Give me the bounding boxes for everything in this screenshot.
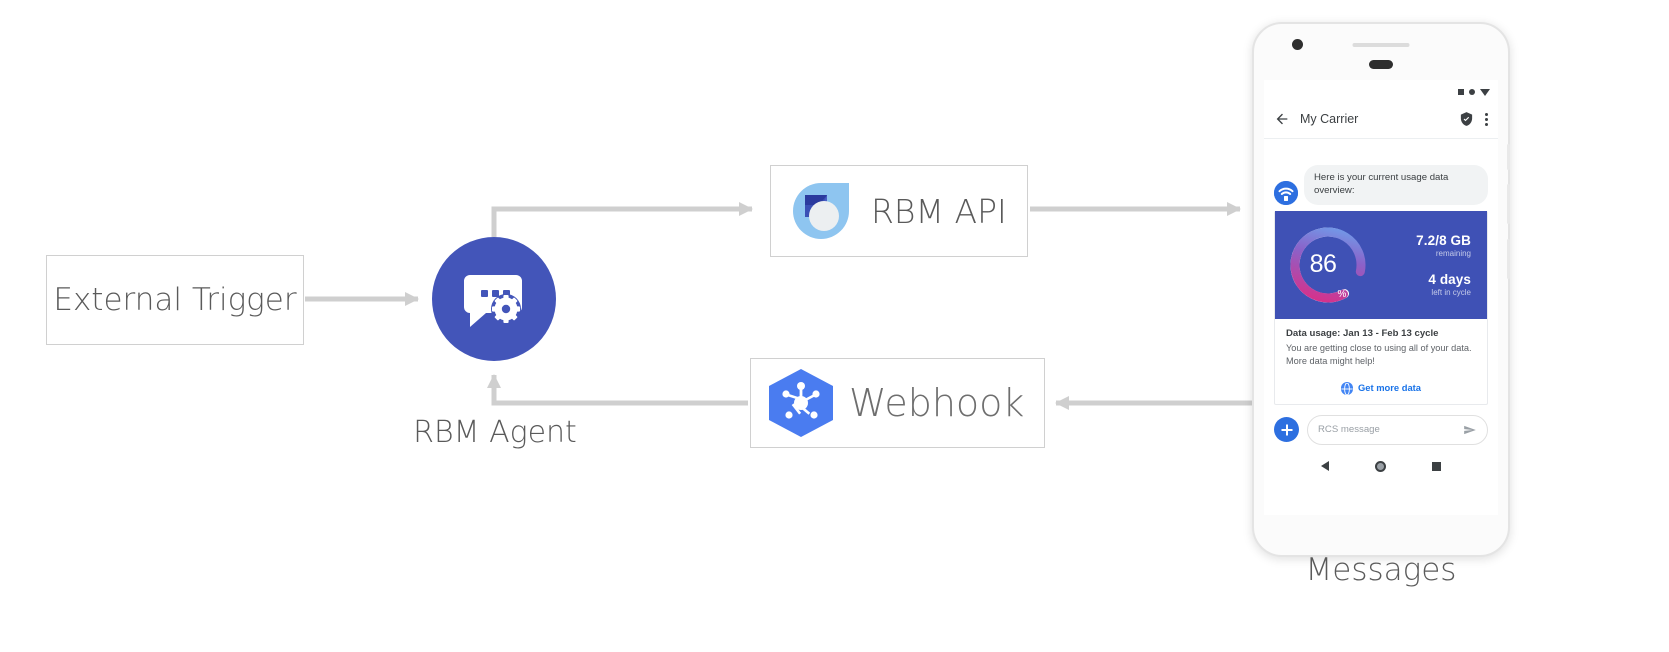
battery-triangle-icon [1480, 88, 1490, 96]
rcs-placeholder: RCS message [1318, 424, 1380, 436]
rbm-api-icon [793, 183, 849, 239]
chat-gear-icon [464, 275, 522, 327]
get-more-data-button[interactable]: Get more data [1275, 373, 1487, 404]
arrow-back-icon[interactable] [1274, 111, 1290, 127]
rich-card[interactable]: 86 % 7.2/8 GB remaining 4 days left in c… [1274, 210, 1488, 405]
gauge-center: 86 % [1287, 224, 1369, 306]
status-bar [1264, 80, 1498, 100]
hero-stats: 7.2/8 GB remaining 4 days left in cycle [1379, 233, 1475, 297]
signal-icon [1458, 89, 1464, 95]
messages-caption: Messages [1305, 552, 1457, 588]
nav-back-icon[interactable] [1321, 461, 1329, 472]
nav-home-icon[interactable] [1375, 460, 1386, 472]
phone-screen: My Carrier [1264, 80, 1498, 515]
gauge-value: 86 [1309, 250, 1337, 279]
android-nav-bar [1264, 451, 1498, 480]
app-bar-title: My Carrier [1300, 112, 1359, 126]
node-external-trigger[interactable]: External Trigger [46, 255, 304, 345]
phone-side-button-2[interactable] [1507, 184, 1510, 224]
carrier-wifi-avatar-icon [1274, 180, 1298, 205]
rcs-message-input[interactable]: RCS message [1307, 414, 1488, 445]
get-more-data-label: Get more data [1357, 382, 1422, 394]
rich-card-title: Data usage: Jan 13 - Feb 13 cycle [1286, 327, 1439, 339]
webhook-hexagon-icon [769, 369, 833, 437]
send-icon[interactable] [1463, 424, 1477, 436]
phone-device: My Carrier [1252, 22, 1510, 557]
phone-side-button-3[interactable] [1507, 239, 1510, 279]
usage-gauge: 86 % [1287, 224, 1369, 306]
shield-check-icon[interactable] [1459, 111, 1474, 127]
rbm-agent-caption: RBM Agent [413, 415, 577, 450]
phone-camera-icon [1292, 39, 1303, 50]
globe-icon [1340, 381, 1353, 396]
message-bubble: Here is your current usage data overview… [1304, 165, 1488, 205]
webhook-label: Webhook [849, 381, 1025, 425]
rich-card-body: Data usage: Jan 13 - Feb 13 cycle You ar… [1275, 319, 1487, 373]
stat-data-caption: remaining [1435, 248, 1471, 258]
node-rbm-agent[interactable] [432, 237, 556, 361]
app-bar: My Carrier [1264, 100, 1498, 139]
node-rbm-api[interactable]: RBM API [770, 165, 1028, 257]
external-trigger-label: External Trigger [53, 282, 297, 318]
phone-earpiece [1369, 60, 1393, 69]
nav-recents-icon[interactable] [1432, 461, 1441, 471]
phone-speaker-grill [1352, 43, 1410, 47]
stat-data-value: 7.2/8 GB [1416, 232, 1471, 248]
message-row: Here is your current usage data overview… [1264, 165, 1498, 205]
rich-card-hero: 86 % 7.2/8 GB remaining 4 days left in c… [1275, 210, 1487, 319]
wifi-dot-icon [1469, 89, 1475, 95]
rbm-api-label: RBM API [871, 191, 1007, 231]
rich-card-description: You are getting close to using all of yo… [1286, 342, 1472, 367]
gauge-unit: % [1337, 288, 1347, 300]
stat-days-value: 4 days [1428, 271, 1471, 287]
conversation: Here is your current usage data overview… [1264, 139, 1498, 480]
composer: RCS message [1264, 405, 1498, 451]
plus-icon[interactable] [1274, 417, 1299, 443]
phone-side-button-1[interactable] [1507, 144, 1510, 170]
kebab-menu-icon[interactable] [1484, 111, 1488, 127]
stat-days-caption: left in cycle [1431, 287, 1471, 297]
node-webhook[interactable]: Webhook [750, 358, 1045, 448]
